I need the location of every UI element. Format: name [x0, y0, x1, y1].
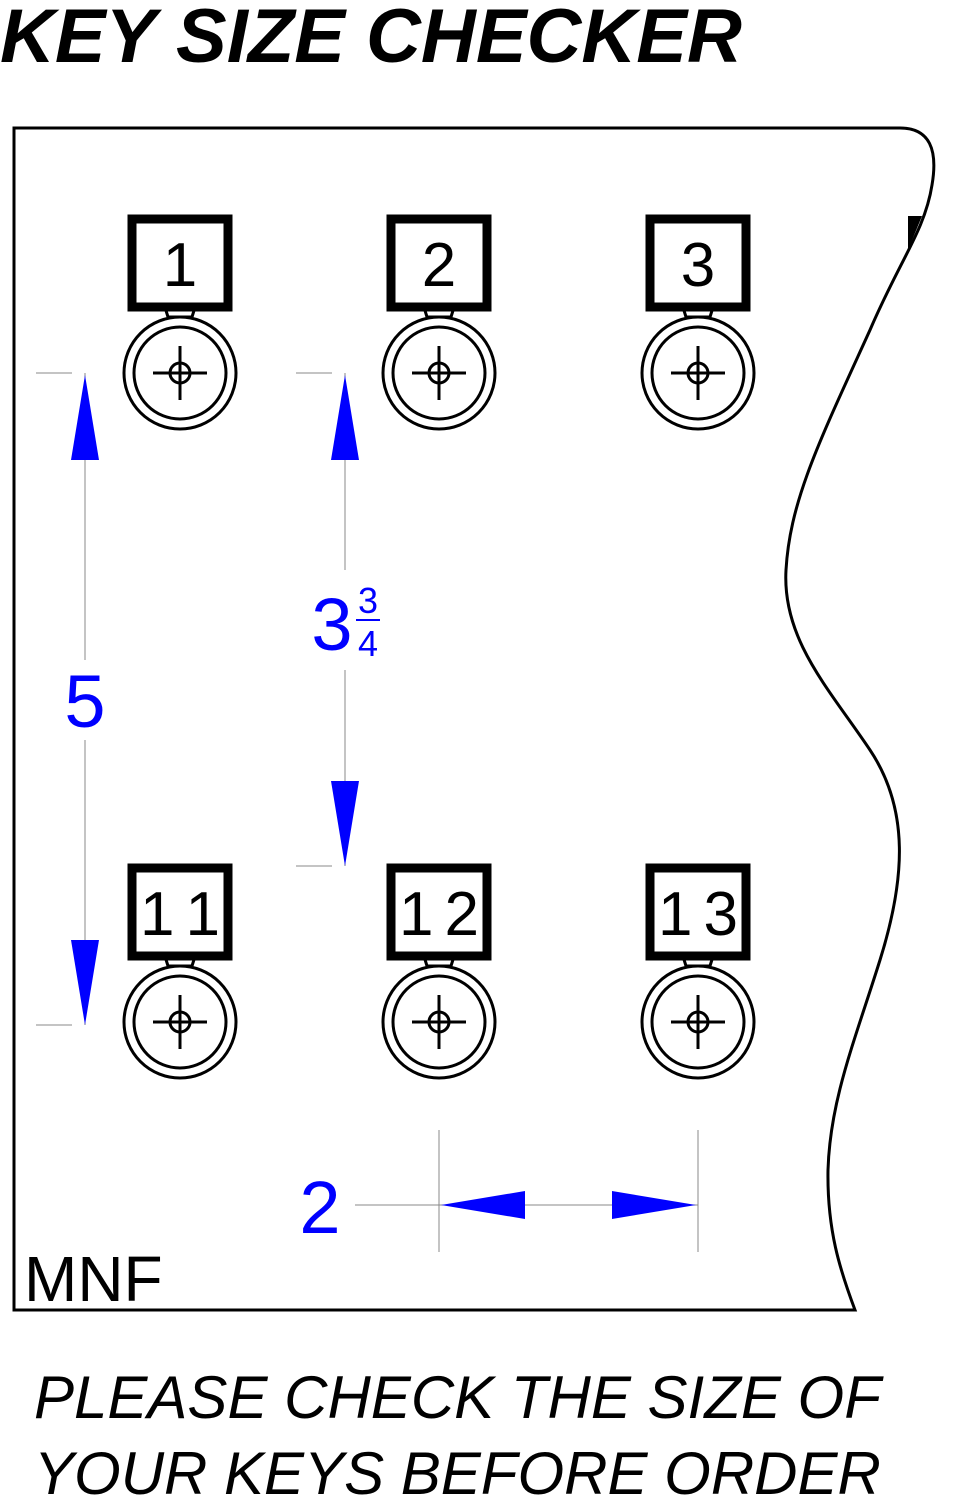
key-ring-inner [650, 974, 746, 1070]
arrow-right-icon [612, 1191, 696, 1219]
key-label-box [127, 214, 233, 312]
key-ring-inner [650, 325, 746, 421]
dimension-horizontal-2 [355, 1130, 699, 1252]
key-number: 2 [422, 231, 456, 300]
arrow-down-icon [331, 781, 359, 866]
key-tag-13: 13 [640, 863, 756, 1080]
dimension-label-5: 5 [64, 660, 105, 743]
key-tag-12: 12 [381, 863, 497, 1080]
key-label-box [386, 214, 492, 312]
key-tag-1: 1 [122, 214, 238, 431]
key-number: 3 [681, 231, 715, 300]
key-ring-inner [132, 325, 228, 421]
key-ring-inner [391, 325, 487, 421]
footer-line-1: PLEASE CHECK THE SIZE OF [34, 1364, 884, 1431]
dimension-label-numerator: 3 [358, 580, 378, 621]
dimension-label-2: 2 [299, 1166, 340, 1249]
arrow-left-icon [441, 1191, 525, 1219]
arrow-up-icon [331, 375, 359, 460]
key-tag-3: 3 [640, 214, 756, 431]
key-tag-11: 11 [122, 863, 238, 1080]
key-tag-2: 2 [381, 214, 497, 431]
title: KEY SIZE CHECKER [0, 0, 742, 79]
key-ring-inner [391, 974, 487, 1070]
key-label-box [127, 863, 233, 961]
panel-outline [12, 126, 936, 1312]
key-ring-inner [132, 974, 228, 1070]
key-label-box [645, 863, 751, 961]
partial-key-tag [908, 216, 922, 250]
crosshair-lines [153, 346, 207, 400]
corner-label: MNF [24, 1243, 163, 1315]
dimension-label-denominator: 4 [358, 623, 378, 664]
footer-line-2: YOUR KEYS BEFORE ORDER [34, 1440, 881, 1500]
key-label-box [645, 214, 751, 312]
crosshair-lines [671, 346, 725, 400]
crosshair-lines [412, 346, 466, 400]
arrow-down-icon [71, 940, 99, 1025]
crosshair-lines [671, 995, 725, 1049]
arrow-up-icon [71, 375, 99, 460]
crosshair-lines [412, 995, 466, 1049]
key-number: 1 [163, 231, 197, 300]
dimension-label-whole: 3 [311, 583, 352, 666]
key-label-box [386, 863, 492, 961]
crosshair-lines [153, 995, 207, 1049]
